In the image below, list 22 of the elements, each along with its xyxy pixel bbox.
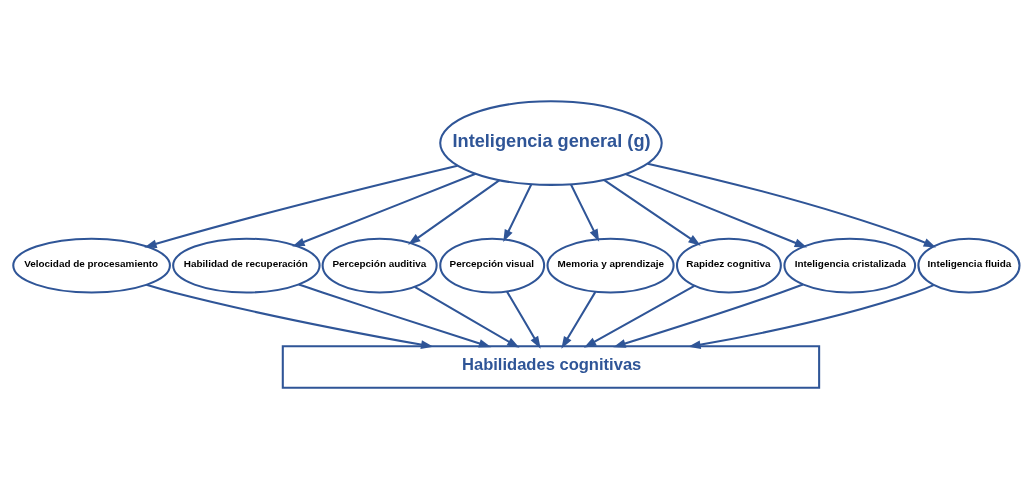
arrow	[569, 183, 599, 242]
node-ellipse: Percepción auditiva	[321, 237, 438, 294]
arrow	[583, 284, 695, 348]
arrow	[612, 283, 803, 348]
arrow	[602, 178, 701, 246]
arrow	[505, 290, 541, 349]
arrow	[560, 290, 596, 349]
arrow	[624, 172, 807, 247]
arrow	[646, 162, 936, 248]
arrow	[297, 283, 491, 348]
arrow	[145, 283, 433, 349]
arrow	[502, 183, 532, 242]
node-ellipse: Memoria y aprendizaje	[546, 237, 675, 294]
node-ellipse: Percepción visual	[438, 237, 545, 294]
arrow	[413, 285, 520, 348]
node-ellipse: Inteligencia general (g)	[438, 99, 663, 186]
node-ellipse: Rapidez cognitiva	[675, 237, 782, 294]
arrow	[143, 164, 458, 248]
arrow	[687, 283, 934, 349]
arrow	[291, 172, 476, 247]
node-box: Habilidades cognitivas	[281, 344, 820, 389]
arrow	[407, 178, 500, 245]
